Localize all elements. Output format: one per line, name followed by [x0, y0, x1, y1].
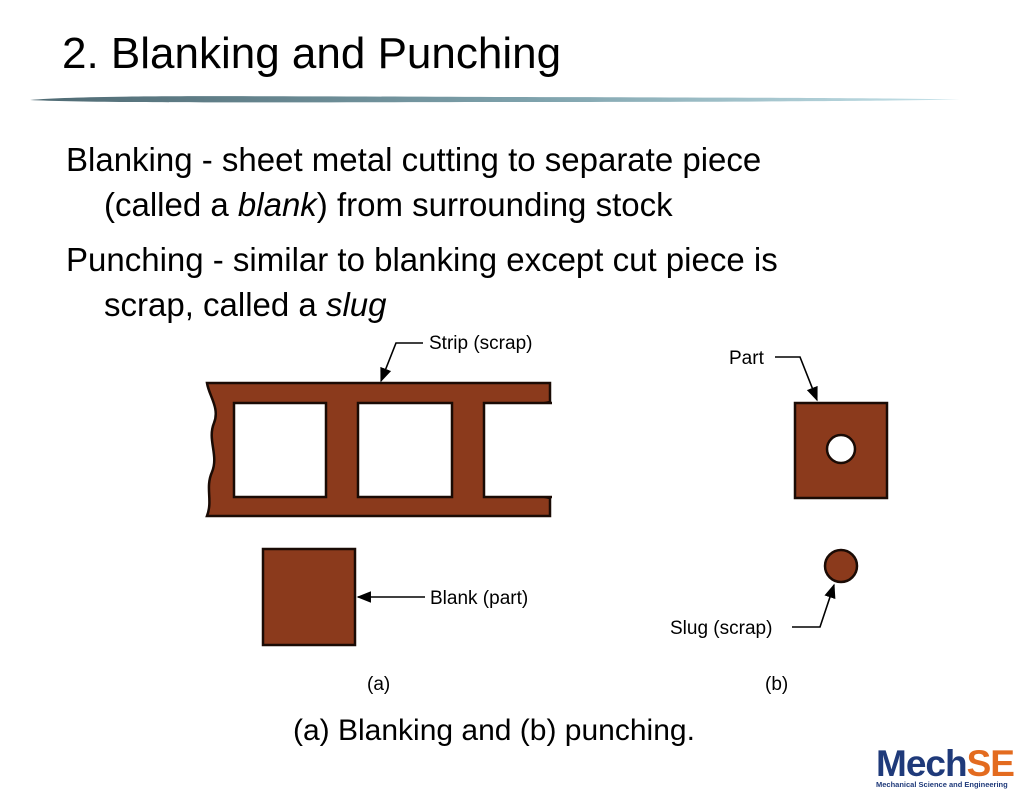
slug-shape [823, 548, 859, 584]
mechse-logo: MechSE Mechanical Science and Engineerin… [876, 745, 1024, 789]
bullet-blanking-text-a: (called a [104, 186, 238, 223]
blanking-punching-diagram: Strip (scrap) Blank (part) Part Slug (sc… [205, 333, 889, 695]
strip-hole-1 [232, 401, 328, 499]
label-part: Part [729, 348, 765, 369]
label-panel-a: (a) [367, 674, 390, 695]
term-blank: blank [237, 186, 317, 223]
label-strip-scrap: Strip (scrap) [429, 333, 532, 354]
label-panel-b: (b) [765, 674, 788, 695]
label-slug-scrap: Slug (scrap) [670, 618, 772, 639]
strip-hole-2 [356, 401, 454, 499]
title-underline [30, 96, 960, 103]
bullet-punching: Punching - similar to blanking except cu… [66, 237, 986, 327]
logo-word-se: SE [966, 743, 1015, 784]
logo-wordmark: MechSE [876, 745, 1024, 782]
logo-subtitle: Mechanical Science and Engineering [876, 780, 1008, 789]
bullet-punching-line2: scrap, called a slug [66, 282, 986, 327]
term-slug: slug [325, 286, 387, 323]
part-leader-arrow [775, 356, 818, 402]
punched-hole [825, 433, 857, 465]
figure-caption: (a) Blanking and (b) punching. [293, 714, 695, 747]
bullet-blanking-line1: Blanking - sheet metal cutting to separa… [66, 141, 762, 178]
strip-hole-3 [482, 401, 552, 499]
slide-title: 2. Blanking and Punching [62, 29, 562, 78]
bullet-blanking: Blanking - sheet metal cutting to separa… [66, 137, 986, 227]
label-blank-part: Blank (part) [430, 588, 528, 609]
strip-scrap-shape [205, 381, 552, 518]
blank-part-shape [261, 547, 357, 647]
bullet-punching-text-a: scrap, called a [104, 286, 326, 323]
bullet-punching-line1: Punching - similar to blanking except cu… [66, 241, 778, 278]
bullet-blanking-text-b: ) from surrounding stock [316, 186, 673, 223]
slug-leader-arrow [792, 583, 836, 628]
strip-leader-arrow [380, 342, 423, 383]
logo-word-mech: Mech [876, 743, 968, 784]
bullet-blanking-line2: (called a blank) from surrounding stock [66, 182, 986, 227]
